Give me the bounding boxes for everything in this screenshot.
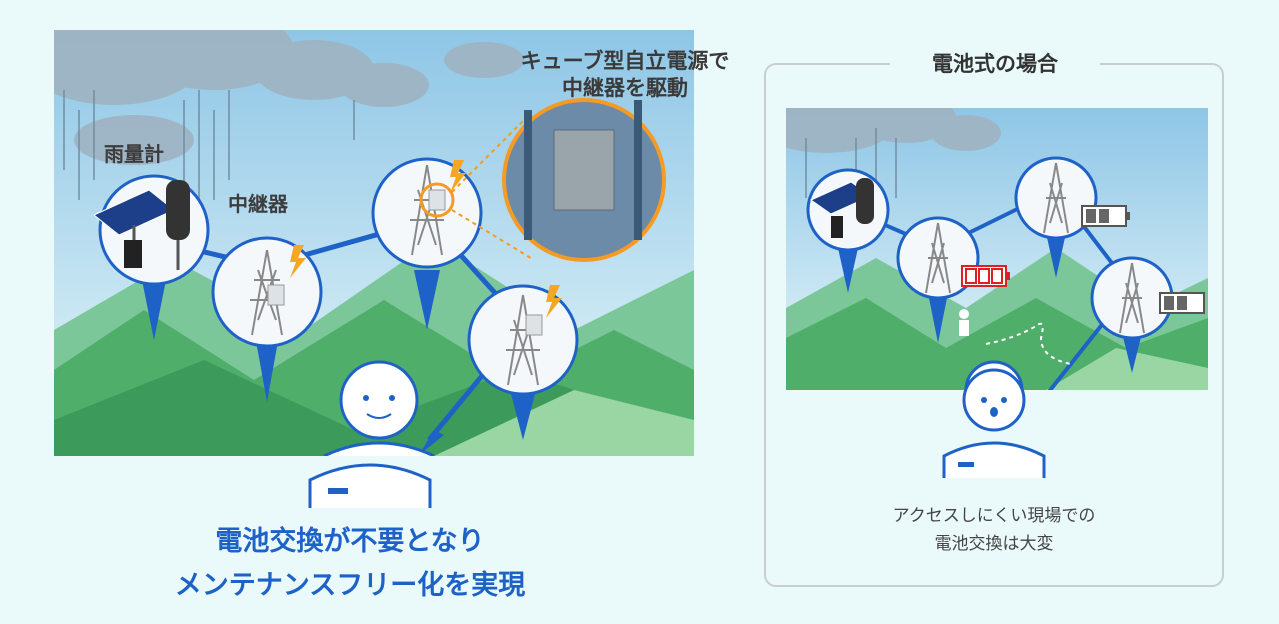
cube-caption: キューブ型自立電源で 中継器を駆動 <box>500 48 750 102</box>
left-landscape <box>54 30 694 456</box>
rain-gauge-label: 雨量計 <box>104 142 164 166</box>
result-line1: 電池交換が不要となり <box>215 526 485 557</box>
battery-low-icon <box>961 265 1010 287</box>
right-scene-illustration <box>786 108 1208 390</box>
cube-caption-line1: キューブ型自立電源で <box>520 49 730 73</box>
worried-person <box>942 368 1046 478</box>
result-line2: メンテナンスフリー化を実現 <box>174 570 526 601</box>
relay-label: 中継器 <box>228 192 288 216</box>
left-person-body <box>308 463 432 508</box>
battery-case-message: アクセスしにくい現場での 電池交換は大変 <box>804 502 1184 558</box>
battery-case-line2: 電池交換は大変 <box>934 534 1054 554</box>
left-scene-illustration <box>54 30 694 456</box>
right-landscape <box>786 108 1208 390</box>
result-message: 電池交換が不要となり メンテナンスフリー化を実現 <box>140 520 560 608</box>
battery-case-title: 電池式の場合 <box>890 50 1100 78</box>
battery-case-line1: アクセスしにくい現場での <box>892 506 1096 526</box>
cube-caption-line2: 中継器を駆動 <box>562 76 688 100</box>
